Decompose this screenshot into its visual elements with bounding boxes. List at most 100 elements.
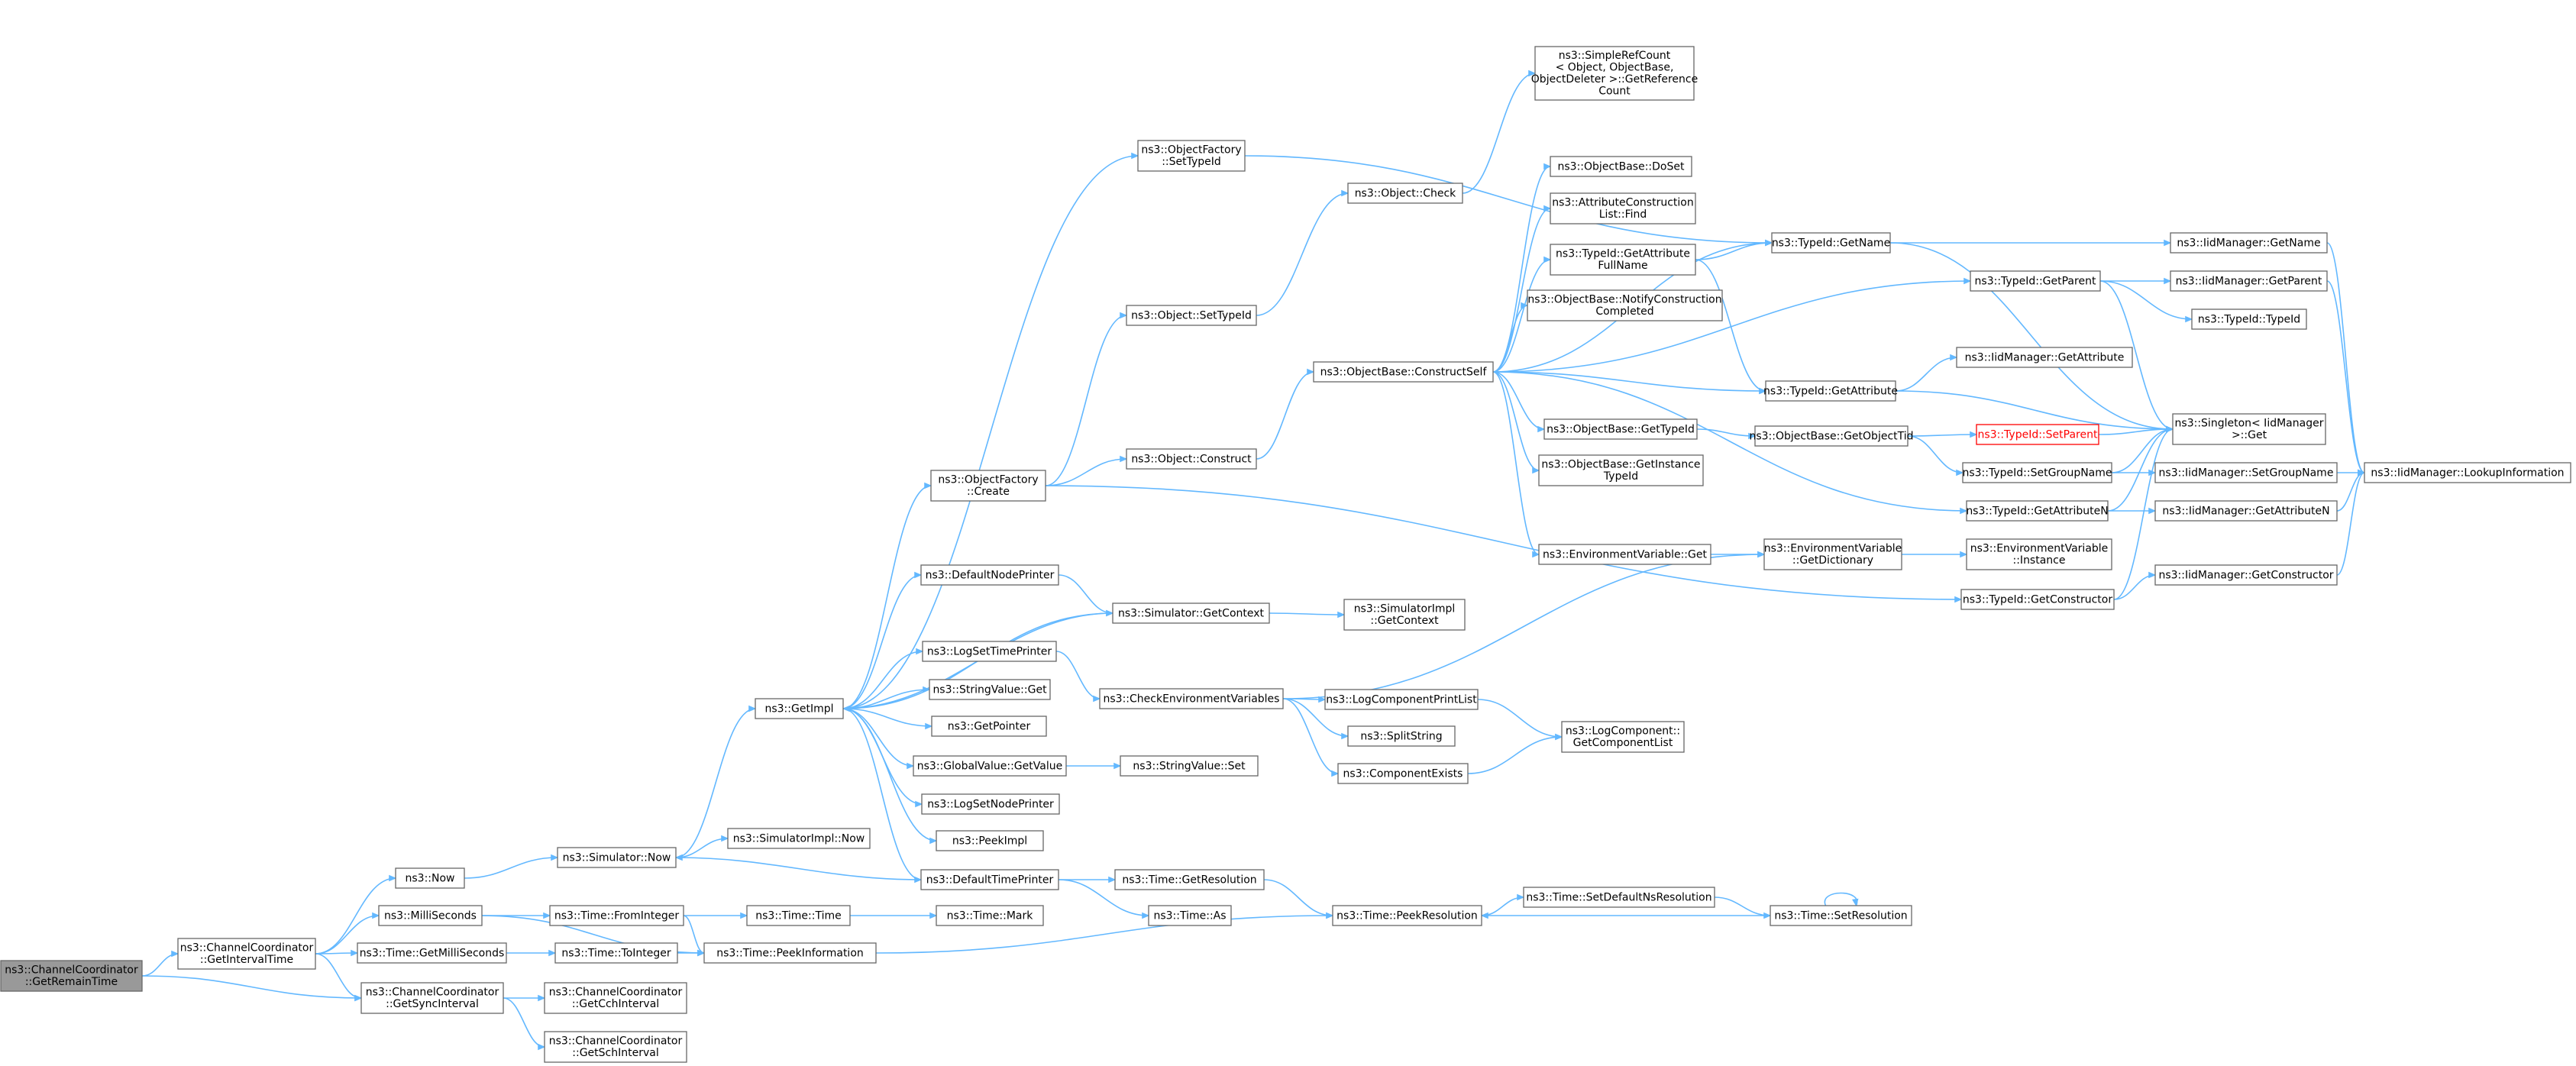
function-node-comp-exists[interactable]: ns3::ComponentExists (1337, 763, 1469, 784)
function-node-tid-get-name[interactable]: ns3::TypeId::GetName (1771, 232, 1891, 254)
function-node-do-set[interactable]: ns3::ObjectBase::DoSet (1550, 156, 1692, 177)
function-node-get-cch[interactable]: ns3::ChannelCoordinator::GetCchInterval (544, 982, 687, 1014)
function-node-get-interval[interactable]: ns3::ChannelCoordinator::GetIntervalTime (177, 938, 316, 970)
function-node-iid-get-attr[interactable]: ns3::IidManager::GetAttribute (1956, 347, 2133, 368)
function-node-def-node-printer[interactable]: ns3::DefaultNodePrinter (920, 564, 1059, 586)
function-node-tid-get-attr-n[interactable]: ns3::TypeId::GetAttributeN (1966, 500, 2109, 522)
function-node-iid-get-cons[interactable]: ns3::IidManager::GetConstructor (2154, 564, 2338, 586)
function-node-sim-impl-now[interactable]: ns3::SimulatorImpl::Now (727, 828, 871, 849)
function-node-label: ns3::GlobalValue::GetValue (917, 760, 1062, 772)
function-node-get-pointer[interactable]: ns3::GetPointer (931, 716, 1047, 737)
function-node-env-instance[interactable]: ns3::EnvironmentVariable::Instance (1966, 538, 2112, 570)
function-node-tid-set-parent[interactable]: ns3::TypeId::SetParent (1976, 424, 2099, 445)
function-node-peek-impl[interactable]: ns3::PeekImpl (936, 830, 1044, 851)
function-node-box (1148, 905, 1232, 926)
function-node-box (1976, 424, 2099, 445)
function-node-label: ns3::TypeId::TypeId (2198, 313, 2300, 325)
edge-arrowhead (1543, 163, 1552, 170)
function-node-label: ns3::MilliSeconds (384, 909, 477, 922)
function-node-sim-impl-get-ctx[interactable]: ns3::SimulatorImpl::GetContext (1343, 599, 1466, 631)
function-node-box (1543, 418, 1698, 440)
function-node-root[interactable]: ns3::ChannelCoordinator::GetRemainTime (0, 960, 143, 992)
function-node-obj-fact-create[interactable]: ns3::ObjectFactory::Create (930, 470, 1046, 502)
function-node-peek-info[interactable]: ns3::Time::PeekInformation (703, 942, 877, 964)
function-node-tid-get-cons[interactable]: ns3::TypeId::GetConstructor (1960, 589, 2115, 610)
function-node-log-comp-print[interactable]: ns3::LogComponentPrintList (1324, 689, 1479, 710)
function-node-def-time-printer[interactable]: ns3::DefaultTimePrinter (920, 869, 1059, 890)
call-edge (1467, 736, 1563, 774)
function-node-str-val-get[interactable]: ns3::StringValue::Get (929, 679, 1051, 700)
function-node-time-as[interactable]: ns3::Time::As (1148, 905, 1232, 926)
function-node-sim-now[interactable]: ns3::Simulator::Now (557, 847, 677, 868)
edge-arrowhead (1956, 469, 1964, 476)
function-node-set-def-ns[interactable]: ns3::Time::SetDefaultNsResolution (1523, 887, 1715, 908)
function-node-peek-resolution[interactable]: ns3::Time::PeekResolution (1332, 905, 1482, 926)
function-node-construct-self[interactable]: ns3::ObjectBase::ConstructSelf (1313, 361, 1494, 383)
function-node-split-string[interactable]: ns3::SplitString (1347, 725, 1456, 747)
function-node-set-resolution[interactable]: ns3::Time::SetResolution (1770, 905, 1912, 926)
function-node-iid-lookup[interactable]: ns3::IidManager::LookupInformation (2364, 462, 2571, 483)
function-node-time-time[interactable]: ns3::Time::Time (746, 905, 851, 926)
function-node-get-milli[interactable]: ns3::Time::GetMilliSeconds (357, 942, 507, 964)
function-node-env-get[interactable]: ns3::EnvironmentVariable::Get (1538, 544, 1711, 565)
function-node-get-resolution[interactable]: ns3::Time::GetResolution (1114, 869, 1265, 890)
function-node-obj-construct[interactable]: ns3::Object::Construct (1126, 448, 1257, 470)
function-node-to-int[interactable]: ns3::Time::ToInteger (554, 942, 678, 964)
call-edge (2099, 280, 2193, 320)
function-node-get-sch[interactable]: ns3::ChannelCoordinator::GetSchInterval (544, 1031, 687, 1063)
function-node-box (930, 470, 1046, 502)
function-node-check-env[interactable]: ns3::CheckEnvironmentVariables (1099, 688, 1284, 709)
function-node-log-comp-get-list[interactable]: ns3::LogComponent::GetComponentList (1561, 721, 1685, 753)
function-node-label: ns3::TypeId::GetName (1772, 237, 1890, 249)
call-edge (1263, 879, 1333, 916)
function-node-get-sync[interactable]: ns3::ChannelCoordinator::GetSyncInterval (360, 982, 504, 1014)
function-node-tid-get-attr[interactable]: ns3::TypeId::GetAttribute (1763, 380, 1898, 402)
function-node-sim-get-context[interactable]: ns3::Simulator::GetContext (1112, 602, 1270, 624)
function-node-label: ns3::PeekImpl (952, 835, 1027, 847)
function-node-from-int[interactable]: ns3::Time::FromInteger (549, 905, 684, 926)
function-node-simple-ref[interactable]: ns3::SimpleRefCount< Object, ObjectBase,… (1531, 46, 1698, 101)
function-node-box (544, 1031, 687, 1063)
function-node-label: ns3::IidManager::GetParent (2176, 275, 2322, 287)
edge-arrowhead (1537, 425, 1546, 433)
function-node-box (549, 905, 684, 926)
function-node-ob-get-obj-tid[interactable]: ns3::ObjectBase::GetObjectTid (1749, 425, 1914, 447)
function-node-obj-set-tid[interactable]: ns3::Object::SetTypeId (1126, 305, 1257, 326)
function-node-label: ns3::StringValue::Get (932, 683, 1047, 696)
function-node-obj-check[interactable]: ns3::Object::Check (1347, 183, 1463, 204)
function-node-label: ns3::EnvironmentVariable::Get (1543, 548, 1707, 560)
function-node-log-set-time[interactable]: ns3::LogSetTimePrinter (922, 641, 1057, 662)
function-node-tid-set-group[interactable]: ns3::TypeId::SetGroupName (1962, 462, 2112, 483)
function-node-milli[interactable]: ns3::MilliSeconds (378, 905, 483, 926)
function-node-label: ns3::SimpleRefCount (1559, 50, 1671, 62)
function-node-notify-cons[interactable]: ns3::ObjectBase::NotifyConstructionCompl… (1527, 289, 1723, 321)
function-node-label: ns3::GetPointer (948, 720, 1031, 732)
edge-arrowhead (1331, 770, 1340, 777)
function-node-iid-get-attr-n[interactable]: ns3::IidManager::GetAttributeN (2154, 500, 2338, 522)
function-node-label: ObjectDeleter >::GetReference (1531, 73, 1698, 86)
function-node-env-get-dict[interactable]: ns3::EnvironmentVariable::GetDictionary (1763, 538, 1902, 570)
function-node-ob-get-tid[interactable]: ns3::ObjectBase::GetTypeId (1543, 418, 1698, 440)
call-edge (1889, 242, 2174, 430)
function-node-tid-get-parent[interactable]: ns3::TypeId::GetParent (1970, 270, 2101, 292)
edge-arrowhead (354, 994, 363, 1002)
function-node-singleton-get[interactable]: ns3::Singleton< IidManager>::Get (2172, 413, 2326, 445)
function-node-obj-fact-set-tid[interactable]: ns3::ObjectFactory::SetTypeId (1137, 140, 1246, 172)
function-node-get-impl[interactable]: ns3::GetImpl (755, 698, 844, 719)
edge-arrowhead (171, 950, 179, 958)
function-node-log-set-node[interactable]: ns3::LogSetNodePrinter (921, 793, 1060, 815)
function-node-iid-get-parent[interactable]: ns3::IidManager::GetParent (2170, 270, 2328, 292)
function-node-iid-set-group[interactable]: ns3::IidManager::SetGroupName (2154, 462, 2338, 483)
function-node-label: ns3::TypeId::SetGroupName (1962, 467, 2112, 479)
function-node-time-mark[interactable]: ns3::Time::Mark (936, 905, 1044, 926)
function-node-iid-get-name[interactable]: ns3::IidManager::GetName (2170, 232, 2328, 254)
function-node-tid-type-id[interactable]: ns3::TypeId::TypeId (2191, 308, 2307, 330)
edge-arrowhead (1318, 696, 1327, 703)
function-node-global-get-value[interactable]: ns3::GlobalValue::GetValue (913, 755, 1067, 777)
function-node-now[interactable]: ns3::Now (395, 867, 465, 889)
function-node-str-val-set[interactable]: ns3::StringValue::Set (1120, 755, 1259, 777)
call-edge (1492, 371, 1545, 430)
